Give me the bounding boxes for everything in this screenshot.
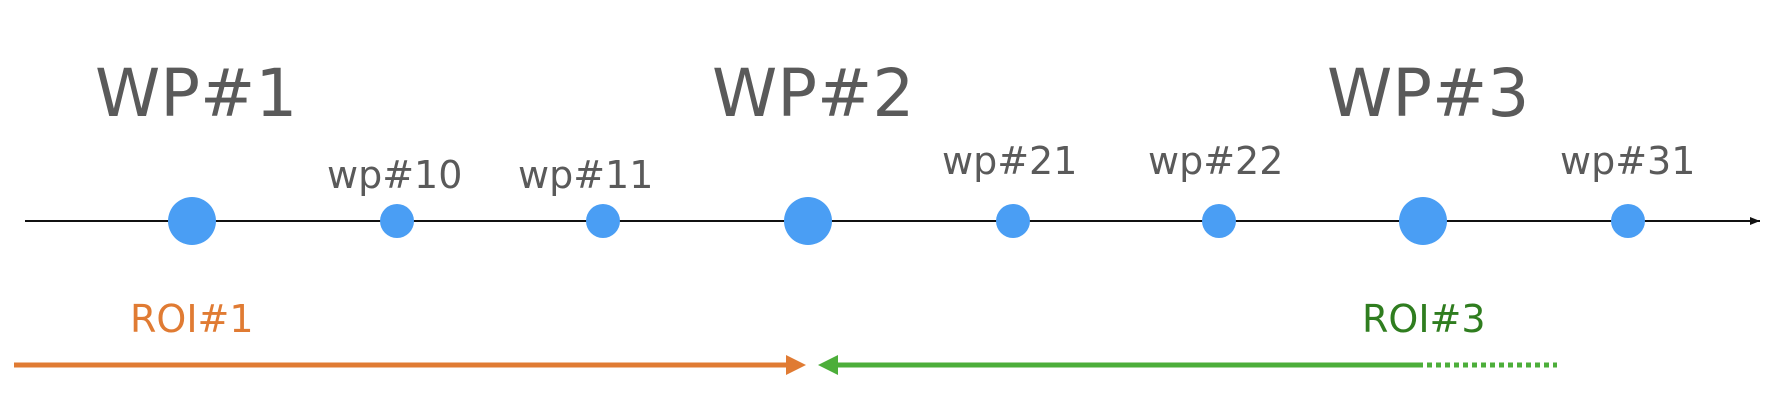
major-waypoint-node-3 xyxy=(1399,197,1447,245)
major-waypoint-label-3: WP#3 xyxy=(1327,55,1529,132)
major-waypoint-label-1: WP#1 xyxy=(95,55,297,132)
minor-waypoint-label-3: wp#21 xyxy=(942,139,1077,183)
major-waypoint-node-1 xyxy=(168,197,216,245)
major-waypoint-node-2 xyxy=(784,197,832,245)
minor-waypoint-label-1: wp#10 xyxy=(327,153,462,197)
minor-waypoint-label-4: wp#22 xyxy=(1148,139,1283,183)
minor-waypoint-node-5 xyxy=(1611,204,1645,238)
major-waypoint-label-2: WP#2 xyxy=(712,55,914,132)
roi1-label: ROI#1 xyxy=(130,297,254,341)
minor-waypoint-node-3 xyxy=(996,204,1030,238)
minor-waypoint-label-5: wp#31 xyxy=(1560,139,1695,183)
minor-waypoint-node-4 xyxy=(1202,204,1236,238)
minor-waypoint-node-1 xyxy=(380,204,414,238)
roi3-label: ROI#3 xyxy=(1362,297,1486,341)
roi1-arrow-head xyxy=(786,355,806,375)
minor-waypoint-node-2 xyxy=(586,204,620,238)
roi3-arrow-head xyxy=(818,355,838,375)
minor-waypoint-label-2: wp#11 xyxy=(518,153,653,197)
